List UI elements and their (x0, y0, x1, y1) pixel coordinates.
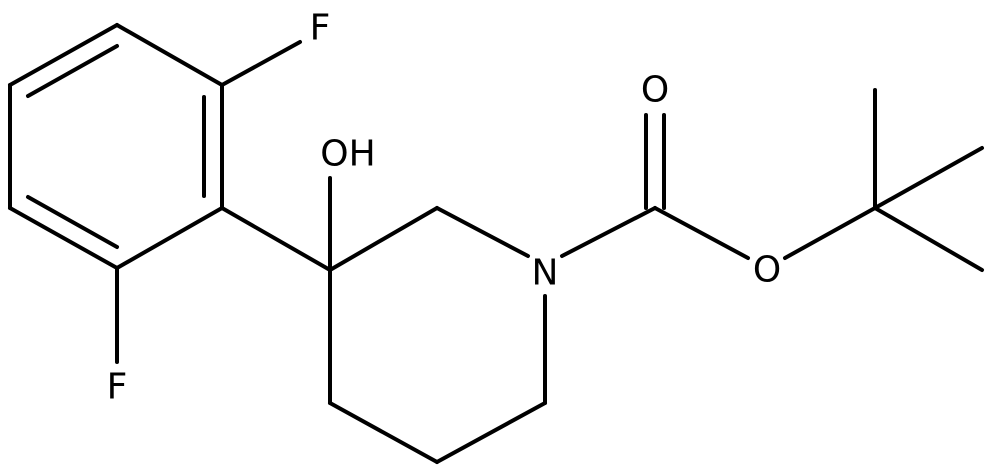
bond-n-carbonyl-c (560, 206, 657, 258)
bond-ring-top (8, 23, 119, 87)
atom-label-hydroxyl: OH (320, 134, 375, 175)
atom-label-carbonyl-oxygen: O (641, 70, 669, 111)
bond-o-tbu-c (783, 206, 877, 260)
bond-c-o-ester (653, 206, 750, 260)
bond-ring-lower-left (8, 206, 119, 270)
benzene-ring (8, 23, 224, 270)
bond-aryl-c3 (220, 206, 332, 272)
atom-label-ester-oxygen: O (753, 250, 781, 291)
bond-c5-c4 (328, 401, 439, 464)
bond-ring-upper-right (115, 23, 224, 87)
atom-label-fluorine-bottom: F (107, 367, 128, 408)
bond-ring-top-inner (26, 44, 119, 98)
piperidine-ring (328, 206, 547, 464)
bond-tbu-methyl-lower-right (873, 206, 984, 272)
atom-label-fluorine-top: F (310, 8, 331, 49)
bond-ring-lower-right (115, 206, 224, 270)
bond-c6-c5 (435, 401, 547, 464)
bond-c2-n (435, 206, 530, 258)
boc-group (560, 88, 984, 272)
bond-c-f-top (220, 40, 302, 87)
bond-c3-c2 (328, 206, 439, 272)
bond-ring-lower-left-inner (26, 195, 119, 249)
bond-tbu-methyl-upper-right (873, 146, 984, 210)
atom-label-nitrogen: N (532, 253, 559, 294)
